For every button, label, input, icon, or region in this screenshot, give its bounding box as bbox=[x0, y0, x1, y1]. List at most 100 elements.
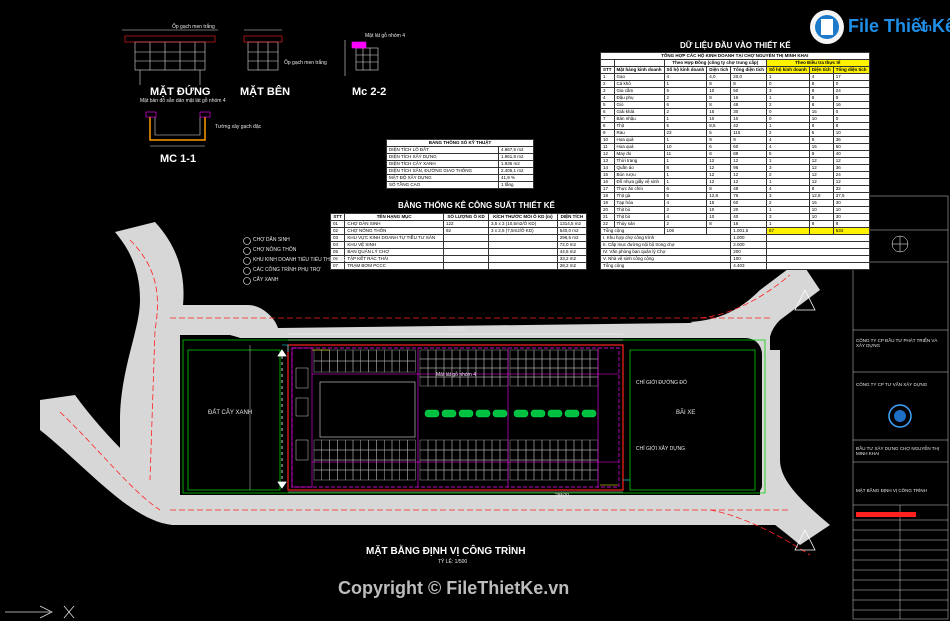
column-header: Tổng diện tích bbox=[730, 66, 768, 74]
group-survey: Theo Điều tra thực tế bbox=[766, 59, 870, 67]
table-cell: Tổng cộng bbox=[600, 227, 665, 235]
table-cell: 8 bbox=[706, 150, 732, 158]
filethietke-logo: File Thiết Kế .vn bbox=[808, 8, 950, 46]
table-cell: 11 bbox=[663, 150, 708, 158]
table-cell: 6 bbox=[663, 101, 708, 109]
table-cell: 16 bbox=[730, 94, 768, 102]
table-cell: 12 bbox=[730, 171, 768, 179]
table-cell bbox=[706, 227, 732, 235]
legend-item: CÂY XANH bbox=[253, 277, 279, 283]
table-cell: 1 bbox=[766, 206, 810, 214]
table-cell: 1 bbox=[663, 157, 708, 165]
table-cell: 8 bbox=[706, 94, 732, 102]
table-cell bbox=[488, 234, 558, 242]
table-cell: DIỆN TÍCH SÂN, ĐƯỜNG GIAO THÔNG bbox=[386, 167, 499, 175]
table-cell: 21 bbox=[600, 213, 615, 221]
table-cell: 540,0 m2 bbox=[556, 227, 588, 235]
table-cell: 12 bbox=[730, 157, 768, 165]
table-cell: 3 bbox=[766, 87, 810, 95]
table-cell bbox=[443, 241, 490, 249]
mat-ben-label: MẶT BÊN bbox=[240, 86, 291, 98]
table-cell: 36 bbox=[832, 164, 870, 172]
table-cell: 15 bbox=[600, 171, 615, 179]
column-header: Diện tích bbox=[808, 66, 834, 74]
table-cell: Tổng cộng bbox=[599, 262, 732, 270]
plan-scale: TỶ LỆ: 1/500 bbox=[438, 559, 468, 565]
table-cell bbox=[443, 248, 490, 256]
table-cell: 12 bbox=[808, 157, 834, 165]
table-cell: 4 bbox=[808, 73, 834, 81]
table-cell bbox=[766, 255, 870, 263]
chi-gioi-duong-do: CHỈ GIỚI ĐƯỜNG ĐỎ bbox=[636, 380, 687, 386]
table-cell: 5 bbox=[706, 129, 732, 137]
table-cell: 1 bbox=[766, 73, 810, 81]
table-cell: 11 bbox=[600, 143, 615, 151]
table-cell: 07 bbox=[329, 262, 346, 270]
table-cell: 18 bbox=[600, 192, 615, 200]
tuong-xay-note: Tường xây gạch đặc bbox=[215, 124, 262, 130]
table-cell: IV. Văn phòng ban quản lý Chợ bbox=[599, 248, 732, 256]
table-cell: Hoa quả bbox=[613, 136, 665, 144]
table-cell: 0 bbox=[766, 108, 810, 116]
table-cell: 5 bbox=[808, 129, 834, 137]
table-cell: 15 bbox=[808, 143, 834, 151]
table-cell: 02 bbox=[329, 227, 346, 235]
bai-xe-label: BÃI XE bbox=[676, 410, 696, 416]
table-cell: 14 bbox=[600, 164, 615, 172]
table-cell: Thịt bò bbox=[613, 206, 665, 214]
table-cell: 4 bbox=[766, 185, 810, 193]
table-cell: I. Khu hợp chợ công trình bbox=[599, 234, 732, 242]
table-cell: Thịt gà bbox=[613, 192, 665, 200]
market-building bbox=[282, 344, 630, 491]
table-cell: 3 bbox=[600, 87, 615, 95]
table-cell: 2 bbox=[766, 101, 810, 109]
column-header: TÊN HẠNG MỤC bbox=[344, 213, 445, 221]
table-cell: 6 bbox=[663, 192, 708, 200]
chi-gioi-xay-dung: CHỈ GIỚI XÂY DỰNG bbox=[636, 446, 686, 452]
table-cell: 12 bbox=[832, 157, 870, 165]
table-cell: 4.967,5 m2 bbox=[497, 146, 535, 154]
table-cell: 15 bbox=[706, 199, 732, 207]
table-cell: 10 bbox=[706, 206, 732, 214]
table-cell: 4 bbox=[663, 199, 708, 207]
table-cell: 6 bbox=[663, 185, 708, 193]
table-cell: 13 bbox=[600, 157, 615, 165]
table-cell: 5 bbox=[663, 87, 708, 95]
table-cell bbox=[443, 255, 490, 263]
table-cell bbox=[443, 234, 490, 242]
table-cell: 2.405,1 m2 bbox=[497, 167, 535, 175]
table-cell: CHỢ NÔNG THÔN bbox=[344, 227, 445, 235]
column-header: STT bbox=[600, 66, 615, 74]
table-cell: 40 bbox=[832, 150, 870, 158]
table-cell: Thời trang bbox=[613, 157, 665, 165]
table-cell: 12 bbox=[706, 178, 732, 186]
tb-owner: CÔNG TY CP ĐẦU TƯ PHÁT TRIỂN VÀ XÂY DỰNG bbox=[856, 338, 938, 348]
table-cell: 10 bbox=[706, 87, 732, 95]
mc11-label: MC 1-1 bbox=[160, 153, 197, 165]
table-cell: 10 bbox=[706, 213, 732, 221]
logo-suffix: .vn bbox=[916, 22, 932, 34]
table-cell: 10 bbox=[808, 213, 834, 221]
table-cell: 2 bbox=[766, 129, 810, 137]
table-cell: 30 bbox=[832, 199, 870, 207]
table-cell: 2.000 bbox=[730, 241, 768, 249]
table-cell: 8,5 bbox=[706, 122, 732, 130]
table-cell: DIỆN TÍCH XÂY DỰNG bbox=[386, 153, 499, 161]
section-details bbox=[122, 29, 379, 147]
table-cell: 534 bbox=[832, 227, 870, 235]
tb-consult: CÔNG TY CP TƯ VẤN XÂY DỰNG bbox=[856, 382, 928, 387]
table-cell: 12 bbox=[730, 178, 768, 186]
